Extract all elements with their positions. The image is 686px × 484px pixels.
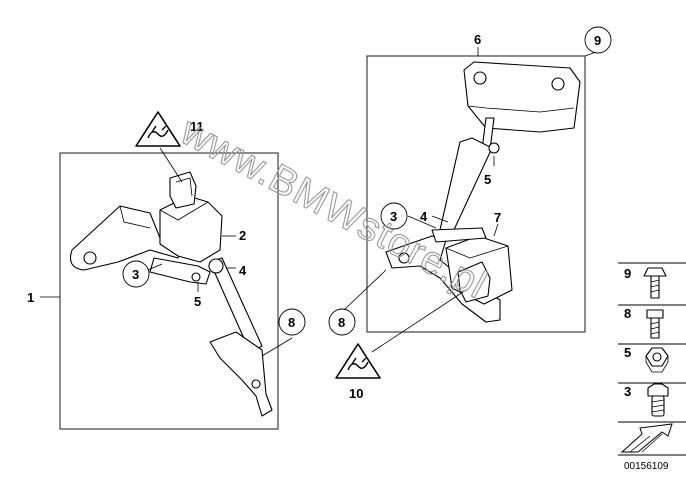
nut-right	[488, 142, 500, 154]
hex-screw-icon	[647, 383, 669, 417]
label-10: 10	[349, 386, 363, 401]
lower-bracket-left	[209, 331, 273, 417]
legend-label-3: 3	[624, 384, 631, 399]
nut-left	[191, 272, 201, 282]
callout-3-right	[380, 202, 408, 230]
label-11: 11	[190, 119, 204, 134]
left-group-frame	[59, 152, 279, 430]
callout-3-left	[122, 260, 150, 288]
hex-bolt-icon	[646, 309, 664, 339]
label-3-right: 3	[390, 209, 397, 224]
hex-nut-icon	[645, 347, 669, 373]
direction-arrow-icon	[620, 423, 673, 453]
diagram-code: 00156109	[624, 461, 669, 472]
hardware-legend: 9 8 5 3 00156109	[618, 262, 686, 472]
label-8-left: 8	[288, 315, 295, 330]
label-7: 7	[494, 210, 501, 225]
sensor-connector-left	[169, 171, 197, 209]
label-3-left: 3	[132, 267, 139, 282]
upper-bracket-right	[463, 61, 581, 133]
callout-8-left	[278, 308, 306, 336]
label-4-left: 4	[239, 263, 247, 278]
right-group-frame	[366, 55, 586, 333]
callout-8-right	[328, 308, 356, 336]
label-9: 9	[594, 33, 601, 48]
label-1: 1	[27, 290, 34, 305]
legend-label-9: 9	[624, 266, 631, 281]
legend-label-5: 5	[624, 345, 631, 360]
linkage-rod-right	[439, 137, 493, 235]
bolt-flange-icon	[643, 267, 667, 299]
lever-arm-right	[431, 227, 487, 243]
right-assembly: 6 9 5 3 4 7 8	[328, 26, 612, 401]
sensor-connector-right	[457, 261, 491, 303]
label-8-right: 8	[338, 315, 345, 330]
esd-warning-icon	[135, 111, 181, 147]
label-2: 2	[239, 228, 246, 243]
label-5-left: 5	[194, 294, 201, 309]
esd-warning-icon	[335, 343, 381, 379]
label-6: 6	[474, 32, 481, 47]
callout-9	[584, 26, 612, 54]
left-assembly: 1 2 4 3 5 8	[27, 111, 306, 430]
label-5-right: 5	[484, 172, 491, 187]
legend-label-8: 8	[624, 306, 631, 321]
label-4-right: 4	[420, 209, 428, 224]
